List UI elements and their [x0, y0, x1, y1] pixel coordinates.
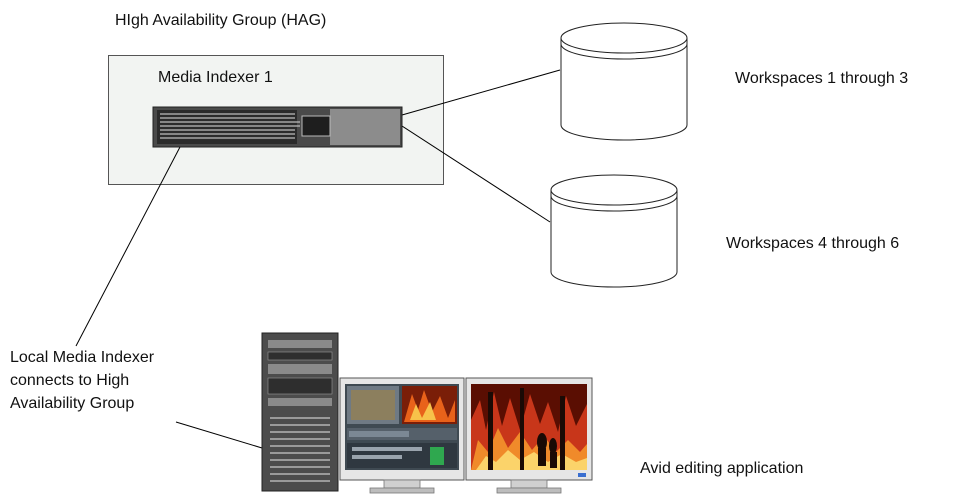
workspaces-4-6-label: Workspaces 4 through 6 [726, 235, 900, 252]
connector-to-workspaces-1-3 [401, 69, 561, 116]
connector-to-workspaces-4-6 [401, 125, 551, 223]
workstation-tower-icon [261, 332, 339, 492]
storage-cylinder-icon [560, 22, 688, 141]
workspaces-1-3-label: Workspaces 1 through 3 [735, 70, 909, 87]
connector-indexer-to-note [75, 146, 181, 347]
monitor-icon [339, 377, 465, 494]
hag-title: HIgh Availability Group (HAG) [115, 12, 327, 29]
local-indexer-note: Local Media Indexer connects to High Ava… [10, 349, 155, 412]
connector-lines [75, 69, 561, 449]
storage-cylinder-icon [550, 174, 678, 288]
media-indexer-server-icon [152, 106, 403, 148]
monitor-icon [465, 377, 593, 494]
editing-app-label: Avid editing application [640, 460, 804, 477]
connector-note-to-workstation [175, 421, 263, 449]
media-indexer-label: Media Indexer 1 [158, 69, 273, 86]
